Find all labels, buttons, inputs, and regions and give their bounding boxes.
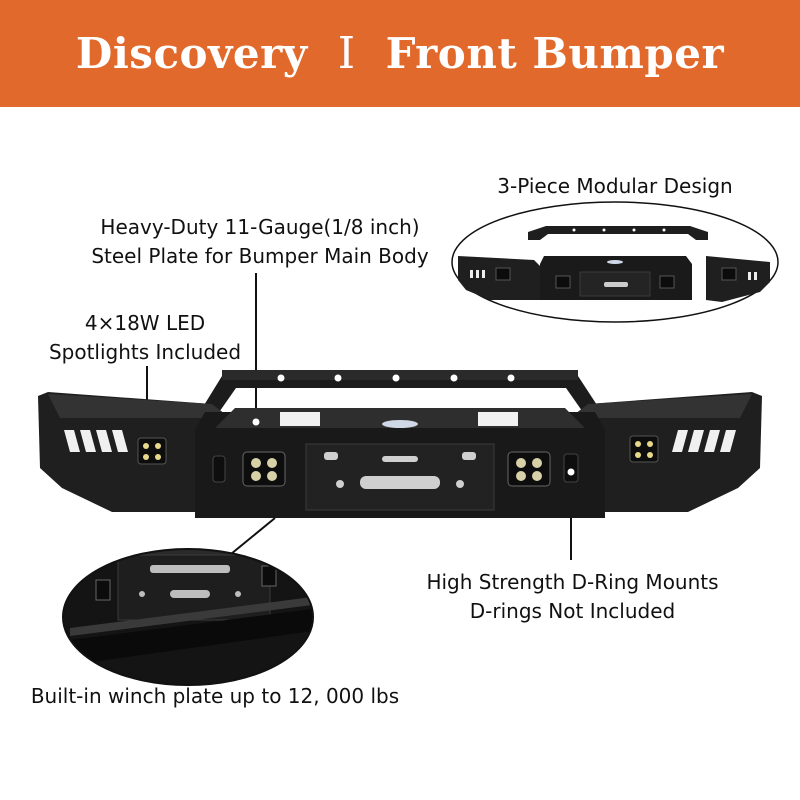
title-banner (0, 0, 800, 107)
modular-pieces-illustration (451, 201, 779, 323)
brand-name: Discovery (75, 29, 308, 78)
led-spotlight-callout: 4×18W LED Spotlights Included (20, 309, 270, 367)
title-separator: I (337, 28, 356, 79)
winch-plate-closeup-illustration (62, 548, 314, 686)
page-title: Discovery I Front Bumper (0, 0, 800, 107)
led-callout-line2: Spotlights Included (48, 340, 242, 364)
led-spotlight-outer-left (137, 437, 167, 465)
dring-callout-line2: D-rings Not Included (469, 599, 676, 623)
led-spotlight-inner-left (242, 451, 286, 487)
led-spotlight-inner-right (507, 451, 551, 487)
steel-callout-line2: Steel Plate for Bumper Main Body (91, 244, 429, 268)
steel-callout-line1: Heavy-Duty 11-Gauge(1/8 inch) (100, 215, 420, 239)
product-name: Front Bumper (385, 29, 725, 78)
winch-callout-text: Built-in winch plate up to 12, 000 lbs (30, 684, 400, 708)
steel-plate-callout: Heavy-Duty 11-Gauge(1/8 inch) Steel Plat… (70, 213, 450, 271)
led-callout-line1: 4×18W LED (84, 311, 206, 335)
dring-mounts-callout: High Strength D-Ring Mounts D-rings Not … (400, 568, 745, 626)
modular-callout-text: 3-Piece Modular Design (497, 174, 733, 198)
modular-design-callout: 3-Piece Modular Design (460, 172, 770, 201)
winch-plate-callout: Built-in winch plate up to 12, 000 lbs (10, 682, 420, 711)
led-spotlight-outer-right (629, 435, 659, 463)
dring-callout-line1: High Strength D-Ring Mounts (426, 570, 719, 594)
bumper-illustration (38, 370, 762, 518)
